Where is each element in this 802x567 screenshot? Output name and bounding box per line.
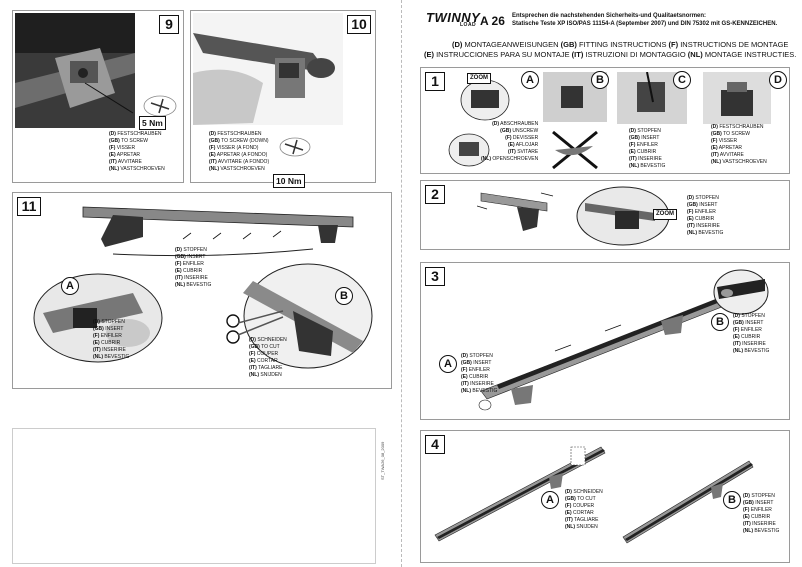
languages-line-1: (D) MONTAGEANWEISUNGEN (GB) FITTING INST… (452, 40, 789, 49)
step-1-panel: 1 ZOOM A (D) ABSCHRAUBEN (GB) UNSCREW (F… (420, 67, 790, 174)
bar-foot-photo (15, 13, 135, 128)
detail-label: B (335, 287, 353, 305)
legend-unscrew: (D) ABSCHRAUBEN (GB) UNSCREW (F) DEVISSE… (481, 121, 539, 162)
step-number: 4 (425, 435, 445, 454)
legend-screw-down: (D) FESTSCHRAUBEN (GB) TO SCREW (DOWN) (… (209, 131, 270, 172)
step-number: 9 (159, 15, 179, 34)
detail-label: A (541, 491, 559, 509)
legend-insert: (D) STOPFEN (GB) INSERT (F) ENFILER (E) … (733, 313, 770, 354)
legend-insert: (D) STOPFEN (GB) INSERT (F) ENFILER (E) … (93, 319, 130, 360)
legend-cut: (D) SCHNEIDEN (GB) TO CUT (F) COUPER (E)… (565, 489, 603, 530)
norms-text: Entsprechen die nachstehenden Sicherheit… (512, 13, 778, 27)
detail-label: A (439, 355, 457, 373)
detail-d-photo (703, 72, 771, 124)
detail-label: A (521, 71, 539, 89)
legend-screw: (D) FESTSCHRAUBEN (GB) TO SCREW (F) VISS… (711, 124, 767, 165)
zoom-label: ZOOM (653, 209, 677, 220)
step-10-panel: 10 (D) FESTSCHRAUBEN (GB) TO SCREW (DOWN… (190, 10, 376, 188)
model-code: A 26 (480, 14, 505, 28)
step-number: 3 (425, 267, 445, 286)
step-number: 1 (425, 72, 445, 91)
bar-foot-drawing (477, 192, 554, 231)
legend-screw: (D) FESTSCHRAUBEN (GB) TO SCREW (F) VISS… (109, 131, 165, 172)
legend-insert: (D) STOPFEN (GB) INSERT (F) ENFILER (E) … (461, 353, 498, 394)
document-code: ST_TWA26_08_2009 (380, 441, 385, 480)
legend-insert: (D) STOPFEN (GB) INSERT (F) ENFILER (E) … (175, 247, 212, 288)
roof-bar-drawing (478, 289, 743, 411)
blank-panel (12, 428, 376, 564)
roof-bar-drawing (82, 206, 354, 257)
detail-a-photo (33, 273, 163, 363)
legend-cut: (D) SCHNEIDEN (GB) TO CUT (F) COUPER (E)… (249, 337, 287, 378)
foot-unscrew-drawing (448, 79, 510, 167)
detail-label: D (769, 71, 787, 89)
step-9-panel: 9 5 Nm (D) FESTSCHRAUBEN (GB) TO SCREW (… (12, 10, 184, 183)
detail-label: B (723, 491, 741, 509)
detail-b-photo (226, 263, 373, 369)
fold-line (401, 0, 402, 567)
step-11-panel: 11 (D) STOPFEN (GB) INSERT (F) ENFILER (… (12, 192, 392, 389)
detail-b-photo (543, 72, 607, 170)
detail-label: C (673, 71, 691, 89)
brand-logo: TWINNY LOAD (426, 10, 481, 28)
tightening-photo (193, 13, 343, 125)
step-number: 10 (347, 15, 371, 34)
torque-value: 10 Nm (273, 174, 305, 188)
zoom-detail-photo (576, 186, 670, 246)
roof-bar-b-drawing (622, 460, 754, 544)
step-number: 11 (17, 197, 41, 216)
step-2-panel: 2 ZOOM (D) STOPFEN (GB) INSERT (F) ENFIL… (420, 180, 790, 250)
zoom-label: ZOOM (467, 73, 491, 84)
allen-key-icon (279, 137, 311, 157)
legend-insert: (D) STOPFEN (GB) INSERT (F) ENFILER (E) … (743, 493, 780, 534)
legend-insert: (D) STOPFEN (GB) INSERT (F) ENFILER (E) … (629, 128, 666, 169)
detail-label: B (591, 71, 609, 89)
step-number: 2 (425, 185, 445, 204)
detail-label: B (711, 313, 729, 331)
bar-end-zoom (713, 269, 769, 315)
torque-value: 5 Nm (139, 116, 166, 130)
step-3-panel: 3 B (D) STOPFEN (GB) INSERT (F) ENFILER … (420, 262, 790, 420)
languages-line-2: (E) INSTRUCCIONES PARA SU MONTAJE (IT) I… (424, 50, 797, 59)
roof-bar-a-drawing (434, 446, 606, 542)
legend-insert: (D) STOPFEN (GB) INSERT (F) ENFILER (E) … (687, 195, 724, 236)
step-4-panel: 4 A (D) SCHNEIDEN (GB) TO CUT (F) COUPER… (420, 430, 790, 563)
detail-label: A (61, 277, 79, 295)
